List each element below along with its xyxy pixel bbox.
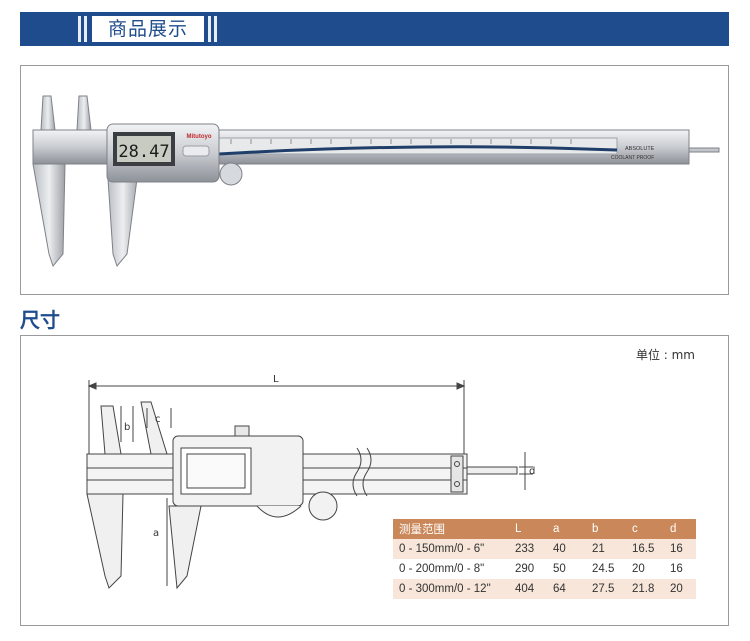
header-c: c: [626, 519, 664, 539]
label-b: b: [124, 422, 130, 433]
lower-fixed-jaw: [32, 163, 66, 268]
feature-text: COOLANT PROOF: [611, 155, 654, 161]
cell-c: 20: [626, 559, 664, 579]
cell-L: 404: [509, 579, 547, 599]
scale-ticks: [230, 139, 572, 144]
cell-a: 50: [547, 559, 586, 579]
cell-d: 16: [664, 559, 696, 579]
cell-L: 233: [509, 539, 547, 559]
break-mark: [362, 447, 372, 497]
lower-fixed-jaw: [86, 493, 124, 589]
knurled-wheel: [256, 505, 302, 518]
scale-swoosh: [218, 145, 618, 156]
end-screw: [454, 481, 460, 487]
upper-slider-jaw: [76, 95, 92, 131]
cell-b: 27.5: [586, 579, 626, 599]
cell-d: 20: [664, 579, 696, 599]
spec-table: 测量范围 L a b c d 0 - 150mm/0 - 6" 233 40 2…: [393, 519, 696, 599]
header-stripe: [84, 16, 87, 42]
depth-rod: [688, 147, 720, 153]
arrow-right: [456, 382, 466, 390]
beam-end-cap: [450, 455, 464, 493]
header-stripe: [214, 16, 217, 42]
label-d: d: [529, 466, 535, 477]
table-row: 0 - 300mm/0 - 12" 404 64 27.5 21.8 20: [393, 579, 696, 599]
header-stripe: [78, 16, 81, 42]
lower-slider-jaw: [168, 505, 202, 590]
function-button: [182, 145, 210, 157]
header-range: 测量范围: [393, 519, 509, 539]
cell-a: 64: [547, 579, 586, 599]
label-L: L: [273, 374, 279, 385]
header-a: a: [547, 519, 586, 539]
header-d: d: [664, 519, 696, 539]
header-stripe: [208, 16, 211, 42]
header-title: 商品展示: [92, 16, 204, 42]
table-row: 0 - 150mm/0 - 6" 233 40 21 16.5 16: [393, 539, 696, 559]
cell-range: 0 - 300mm/0 - 12": [393, 579, 509, 599]
break-mark: [352, 447, 362, 497]
table-row: 0 - 200mm/0 - 8" 290 50 24.5 20 16: [393, 559, 696, 579]
end-screw: [454, 461, 460, 467]
upper-fixed-jaw: [40, 95, 56, 131]
upper-fixed-jaw: [100, 405, 122, 455]
cell-d: 16: [664, 539, 696, 559]
header-L: L: [509, 519, 547, 539]
brand-logo-text: Mitutoyo: [187, 134, 212, 140]
product-photo: 28.47 Mitutoyo ABSOLUTE COOLANT PROOF: [20, 65, 729, 295]
cell-b: 24.5: [586, 559, 626, 579]
upper-slider-jaw: [140, 401, 168, 455]
thumb-roller: [219, 162, 243, 186]
lock-screw: [234, 425, 250, 437]
dimensions-section-title: 尺寸: [20, 308, 60, 332]
section-header-bar: 商品展示: [20, 12, 729, 46]
cell-c: 16.5: [626, 539, 664, 559]
cell-range: 0 - 200mm/0 - 8": [393, 559, 509, 579]
lcd-reading: 28.47: [118, 142, 169, 162]
dimension-drawing-panel: 单位 : mm: [20, 335, 729, 626]
thumb-roller: [308, 491, 338, 521]
model-text: ABSOLUTE: [625, 146, 655, 152]
caliper-photo-illustration: 28.47 Mitutoyo ABSOLUTE COOLANT PROOF: [32, 95, 720, 268]
arrow-left: [87, 382, 97, 390]
spec-table-header-row: 测量范围 L a b c d: [393, 519, 696, 539]
unit-label: 单位 : mm: [635, 348, 695, 362]
cell-b: 21: [586, 539, 626, 559]
header-b: b: [586, 519, 626, 539]
cell-c: 21.8: [626, 579, 664, 599]
cell-range: 0 - 150mm/0 - 6": [393, 539, 509, 559]
lcd-screen: [117, 136, 171, 162]
depth-rod: [466, 466, 518, 475]
cell-a: 40: [547, 539, 586, 559]
label-c: c: [155, 414, 161, 425]
caliper-line-drawing: L b c d a: [86, 374, 535, 590]
label-a: a: [153, 528, 159, 539]
lcd-screen: [186, 453, 246, 489]
cell-L: 290: [509, 559, 547, 579]
